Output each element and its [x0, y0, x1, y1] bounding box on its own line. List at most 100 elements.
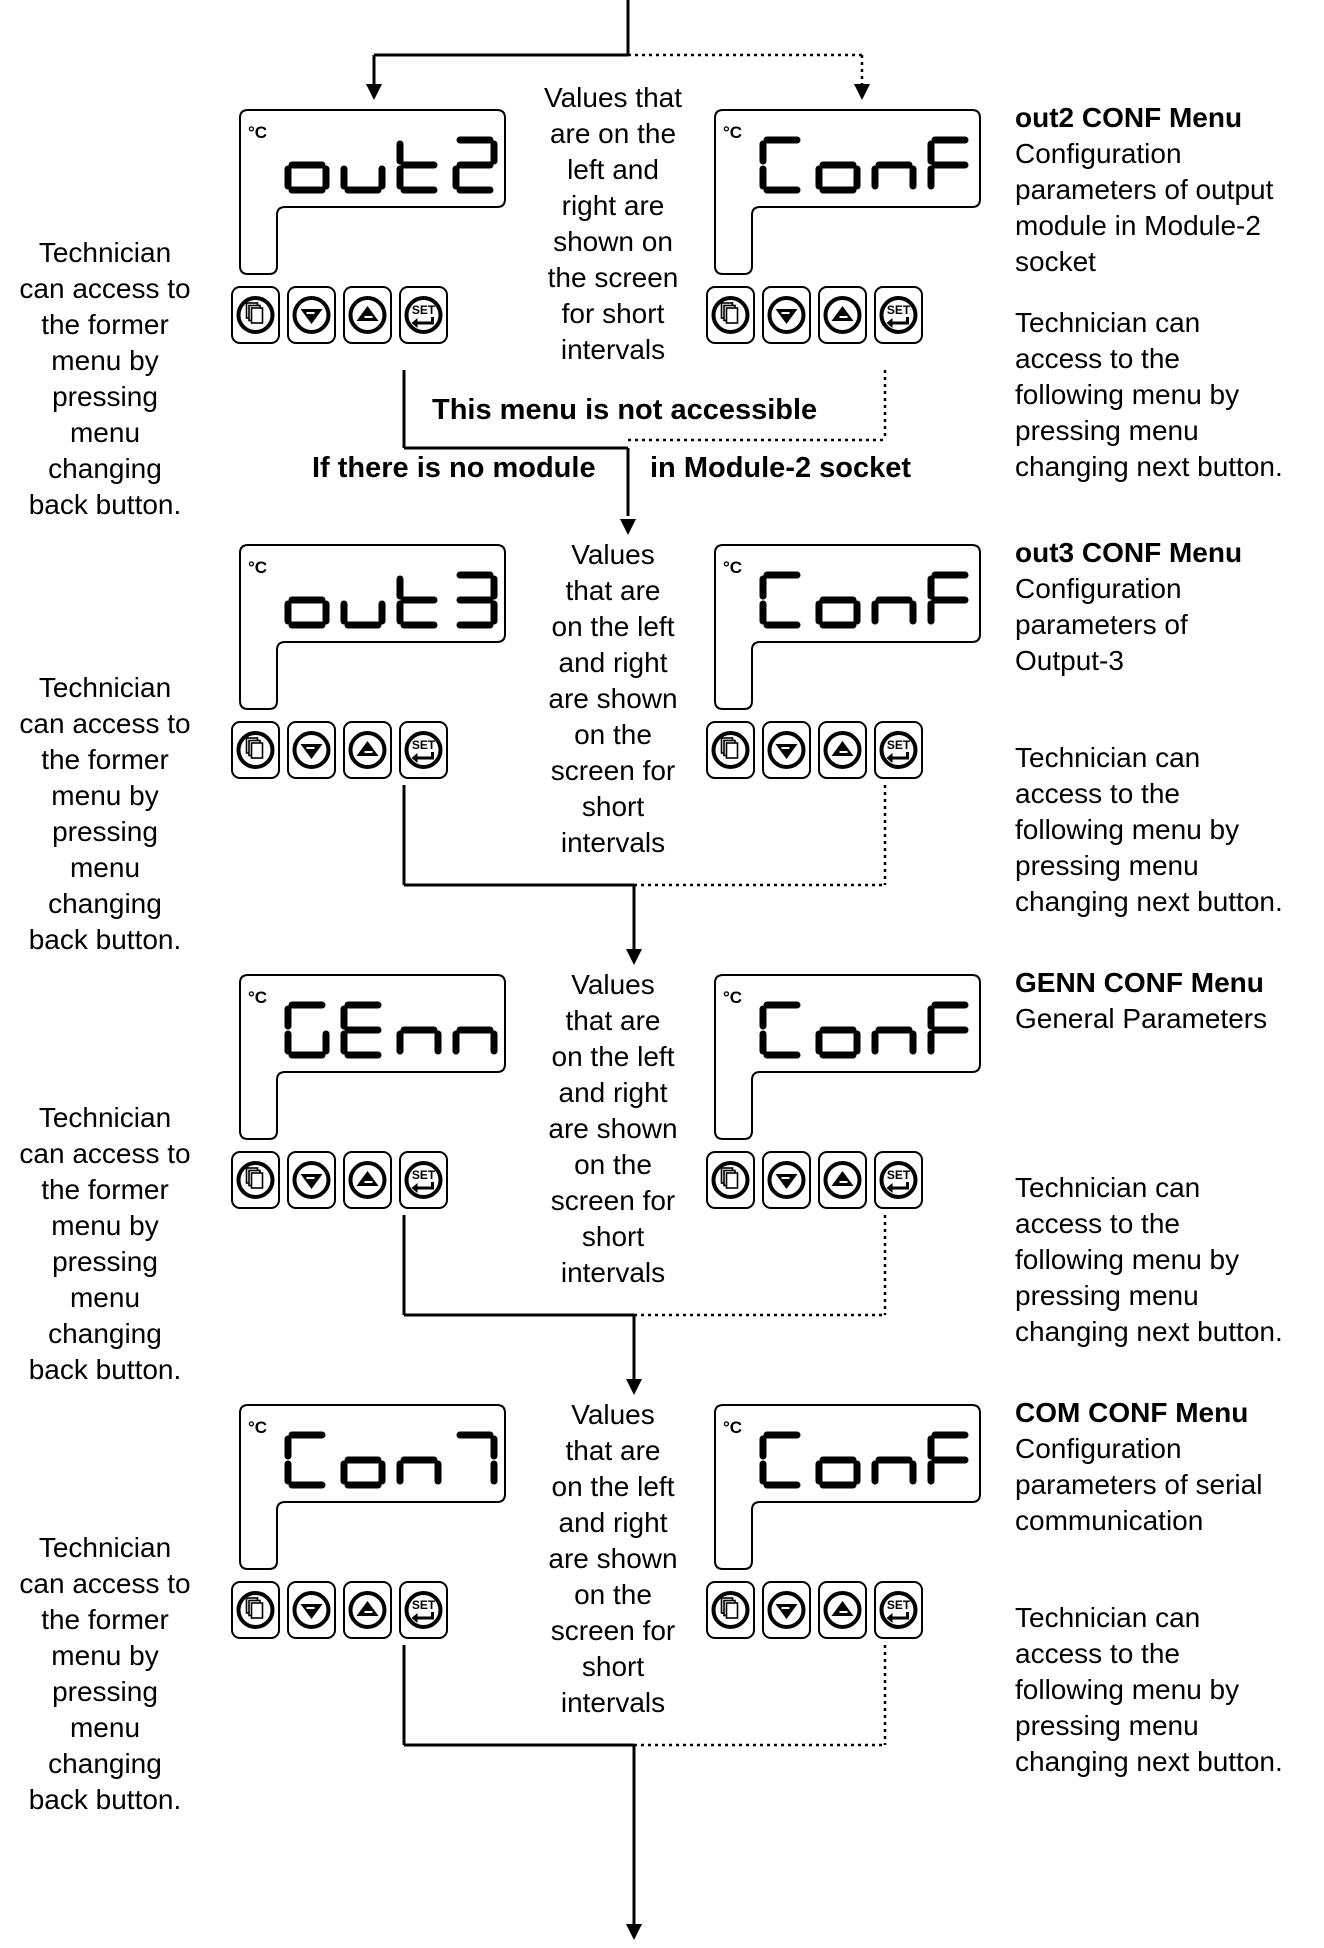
menu-key	[231, 286, 280, 344]
triangle-up-icon	[831, 1601, 854, 1616]
enter-arrow-icon	[890, 1182, 909, 1190]
pages-icon	[250, 307, 264, 324]
left-note-line: can access to	[19, 273, 191, 304]
set-label: SET	[887, 1168, 911, 1182]
up-key	[818, 1151, 867, 1209]
menu-title: COM CONF Menu	[1015, 1397, 1249, 1428]
set-key: SET	[399, 1581, 448, 1639]
left-note-line: changing	[48, 453, 162, 484]
pages-icon	[725, 742, 739, 759]
center-note-line: intervals	[560, 1687, 666, 1718]
left-note-line: changing	[48, 888, 162, 919]
center-note-line: are on the	[549, 118, 677, 149]
down-key	[762, 286, 811, 344]
unit-label: °C	[248, 1418, 267, 1437]
pages-icon	[725, 1172, 739, 1189]
enter-arrow-icon	[415, 1182, 434, 1190]
enter-arrow-icon	[415, 317, 434, 325]
entry-arrow-right	[854, 84, 870, 100]
triangle-up-icon	[356, 1171, 379, 1186]
triangle-up-icon	[356, 306, 379, 321]
pages-icon	[250, 742, 264, 759]
right-display: °C	[714, 974, 981, 1140]
enter-arrow-head	[411, 1183, 418, 1193]
next-button-note-line: pressing menu	[1015, 1280, 1199, 1311]
menu-title: GENN CONF Menu	[1015, 967, 1264, 998]
set-label: SET	[887, 1598, 911, 1612]
next-button-note-line: access to the	[1015, 343, 1180, 374]
next-button-note-line: Technician can	[1015, 742, 1201, 773]
right-keypad: SET	[706, 1581, 923, 1639]
left-note-line: pressing	[52, 1246, 158, 1277]
next-button-note-line: changing next button.	[1015, 1316, 1283, 1347]
center-note-line: intervals	[560, 827, 666, 858]
enter-arrow-head	[411, 753, 418, 763]
enter-arrow-icon	[415, 1612, 434, 1620]
enter-arrow-head	[886, 1183, 893, 1193]
unit-label: °C	[723, 123, 742, 142]
next-button-note-line: changing next button.	[1015, 451, 1283, 482]
center-note-line: intervals	[560, 334, 666, 365]
next-button-note-line: access to the	[1015, 1638, 1180, 1669]
triangle-up-icon	[356, 741, 379, 756]
up-key	[818, 1581, 867, 1639]
menu-description-line: Output-3	[1015, 645, 1124, 676]
down-key	[287, 1151, 336, 1209]
left-note-line: pressing	[52, 816, 158, 847]
menu-description-line: communication	[1015, 1505, 1204, 1536]
menu-description-line: Configuration	[1015, 573, 1182, 604]
menu-key	[706, 286, 755, 344]
pages-icon	[725, 1602, 739, 1619]
left-note-line: menu by	[51, 1640, 159, 1671]
set-label: SET	[412, 303, 436, 317]
next-button-note-line: pressing menu	[1015, 850, 1199, 881]
right-keypad: SET	[706, 721, 923, 779]
triangle-up-icon	[831, 1171, 854, 1186]
enter-arrow-head	[411, 318, 418, 328]
next-button-note-line: Technician can	[1015, 307, 1201, 338]
triangle-up-icon	[831, 741, 854, 756]
center-note-line: screen for	[550, 1185, 676, 1216]
set-key: SET	[874, 1151, 923, 1209]
left-display: °C	[239, 974, 506, 1140]
set-key: SET	[874, 721, 923, 779]
set-key: SET	[399, 1151, 448, 1209]
left-note-line: back button.	[28, 924, 182, 955]
pages-icon	[250, 1602, 264, 1619]
up-key	[343, 1581, 392, 1639]
triangle-up-icon	[356, 1601, 379, 1616]
left-note-line: menu	[69, 1282, 141, 1313]
set-key: SET	[399, 721, 448, 779]
center-note-line: and right	[558, 1507, 668, 1538]
center-note-line: and right	[558, 647, 668, 678]
next-button-note-line: Technician can	[1015, 1602, 1201, 1633]
next-button-note-line: pressing menu	[1015, 1710, 1199, 1741]
center-note-line: shown on	[553, 226, 673, 257]
left-note-line: Technician	[38, 1532, 172, 1563]
set-label: SET	[887, 303, 911, 317]
left-note-line: menu	[69, 417, 141, 448]
down-arrow	[620, 519, 636, 535]
menu-description-line: Configuration	[1015, 1433, 1182, 1464]
left-note-line: changing	[48, 1318, 162, 1349]
pages-icon	[250, 1172, 264, 1189]
left-note-line: menu by	[51, 780, 159, 811]
triangle-down-icon	[300, 1604, 323, 1619]
menu-key	[706, 1581, 755, 1639]
unit-label: °C	[248, 123, 267, 142]
center-note-line: are shown	[548, 1113, 678, 1144]
next-button-note-line: pressing menu	[1015, 415, 1199, 446]
center-note-line: Values	[571, 1399, 655, 1430]
center-note-line: right are	[561, 190, 665, 221]
center-note-line: screen for	[550, 1615, 676, 1646]
next-button-note-line: following menu by	[1015, 814, 1240, 845]
next-button-note-line: following menu by	[1015, 1674, 1240, 1705]
triangle-down-icon	[300, 744, 323, 759]
